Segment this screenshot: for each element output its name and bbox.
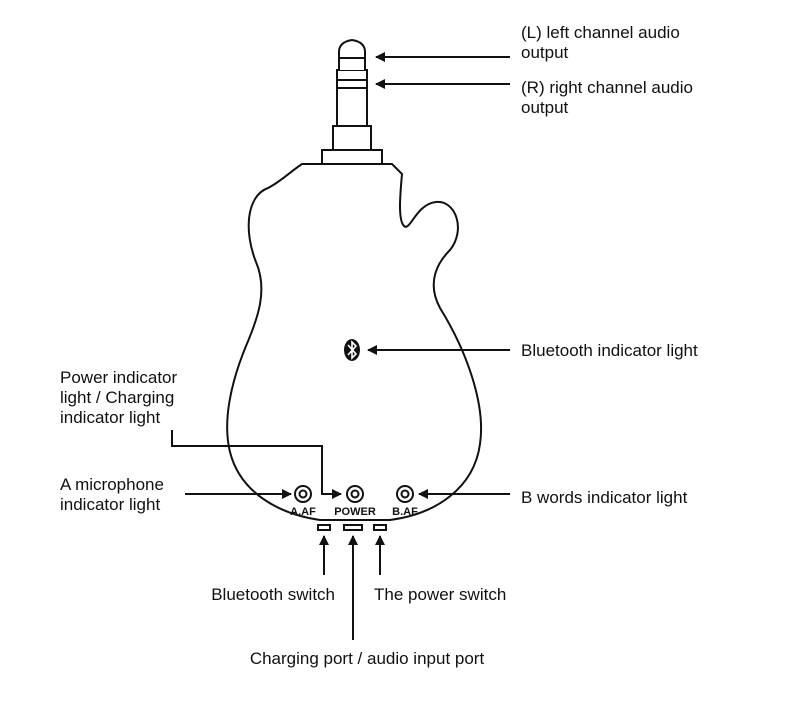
charging-port (343, 524, 363, 531)
power-label: POWER (334, 506, 376, 518)
audio-jack-plug (321, 38, 383, 165)
power-indicator-light (346, 485, 364, 503)
baf-label: B.AF (392, 506, 418, 518)
bluetooth-light-label: Bluetooth indicator light (521, 341, 698, 360)
right-channel-label: (R) right channel audio output (521, 78, 698, 117)
bluetooth-switch (317, 524, 331, 531)
power-light-arrow (171, 430, 342, 499)
mic-light-label: A microphone indicator light (60, 475, 169, 514)
charging-port-label: Charging port / audio input port (250, 649, 485, 668)
power-switch (373, 524, 387, 531)
b-words-label: B words indicator light (521, 488, 688, 507)
power-light-label: Power indicator light / Charging indicat… (60, 368, 182, 427)
baf-indicator-light (396, 485, 414, 503)
bluetooth-icon (344, 339, 360, 361)
left-channel-label: (L) left channel audio output (521, 23, 685, 62)
aaf-label: A.AF (290, 506, 316, 518)
aaf-indicator-light (294, 485, 312, 503)
power-switch-label: The power switch (374, 585, 506, 604)
bluetooth-switch-label: Bluetooth switch (211, 585, 335, 604)
